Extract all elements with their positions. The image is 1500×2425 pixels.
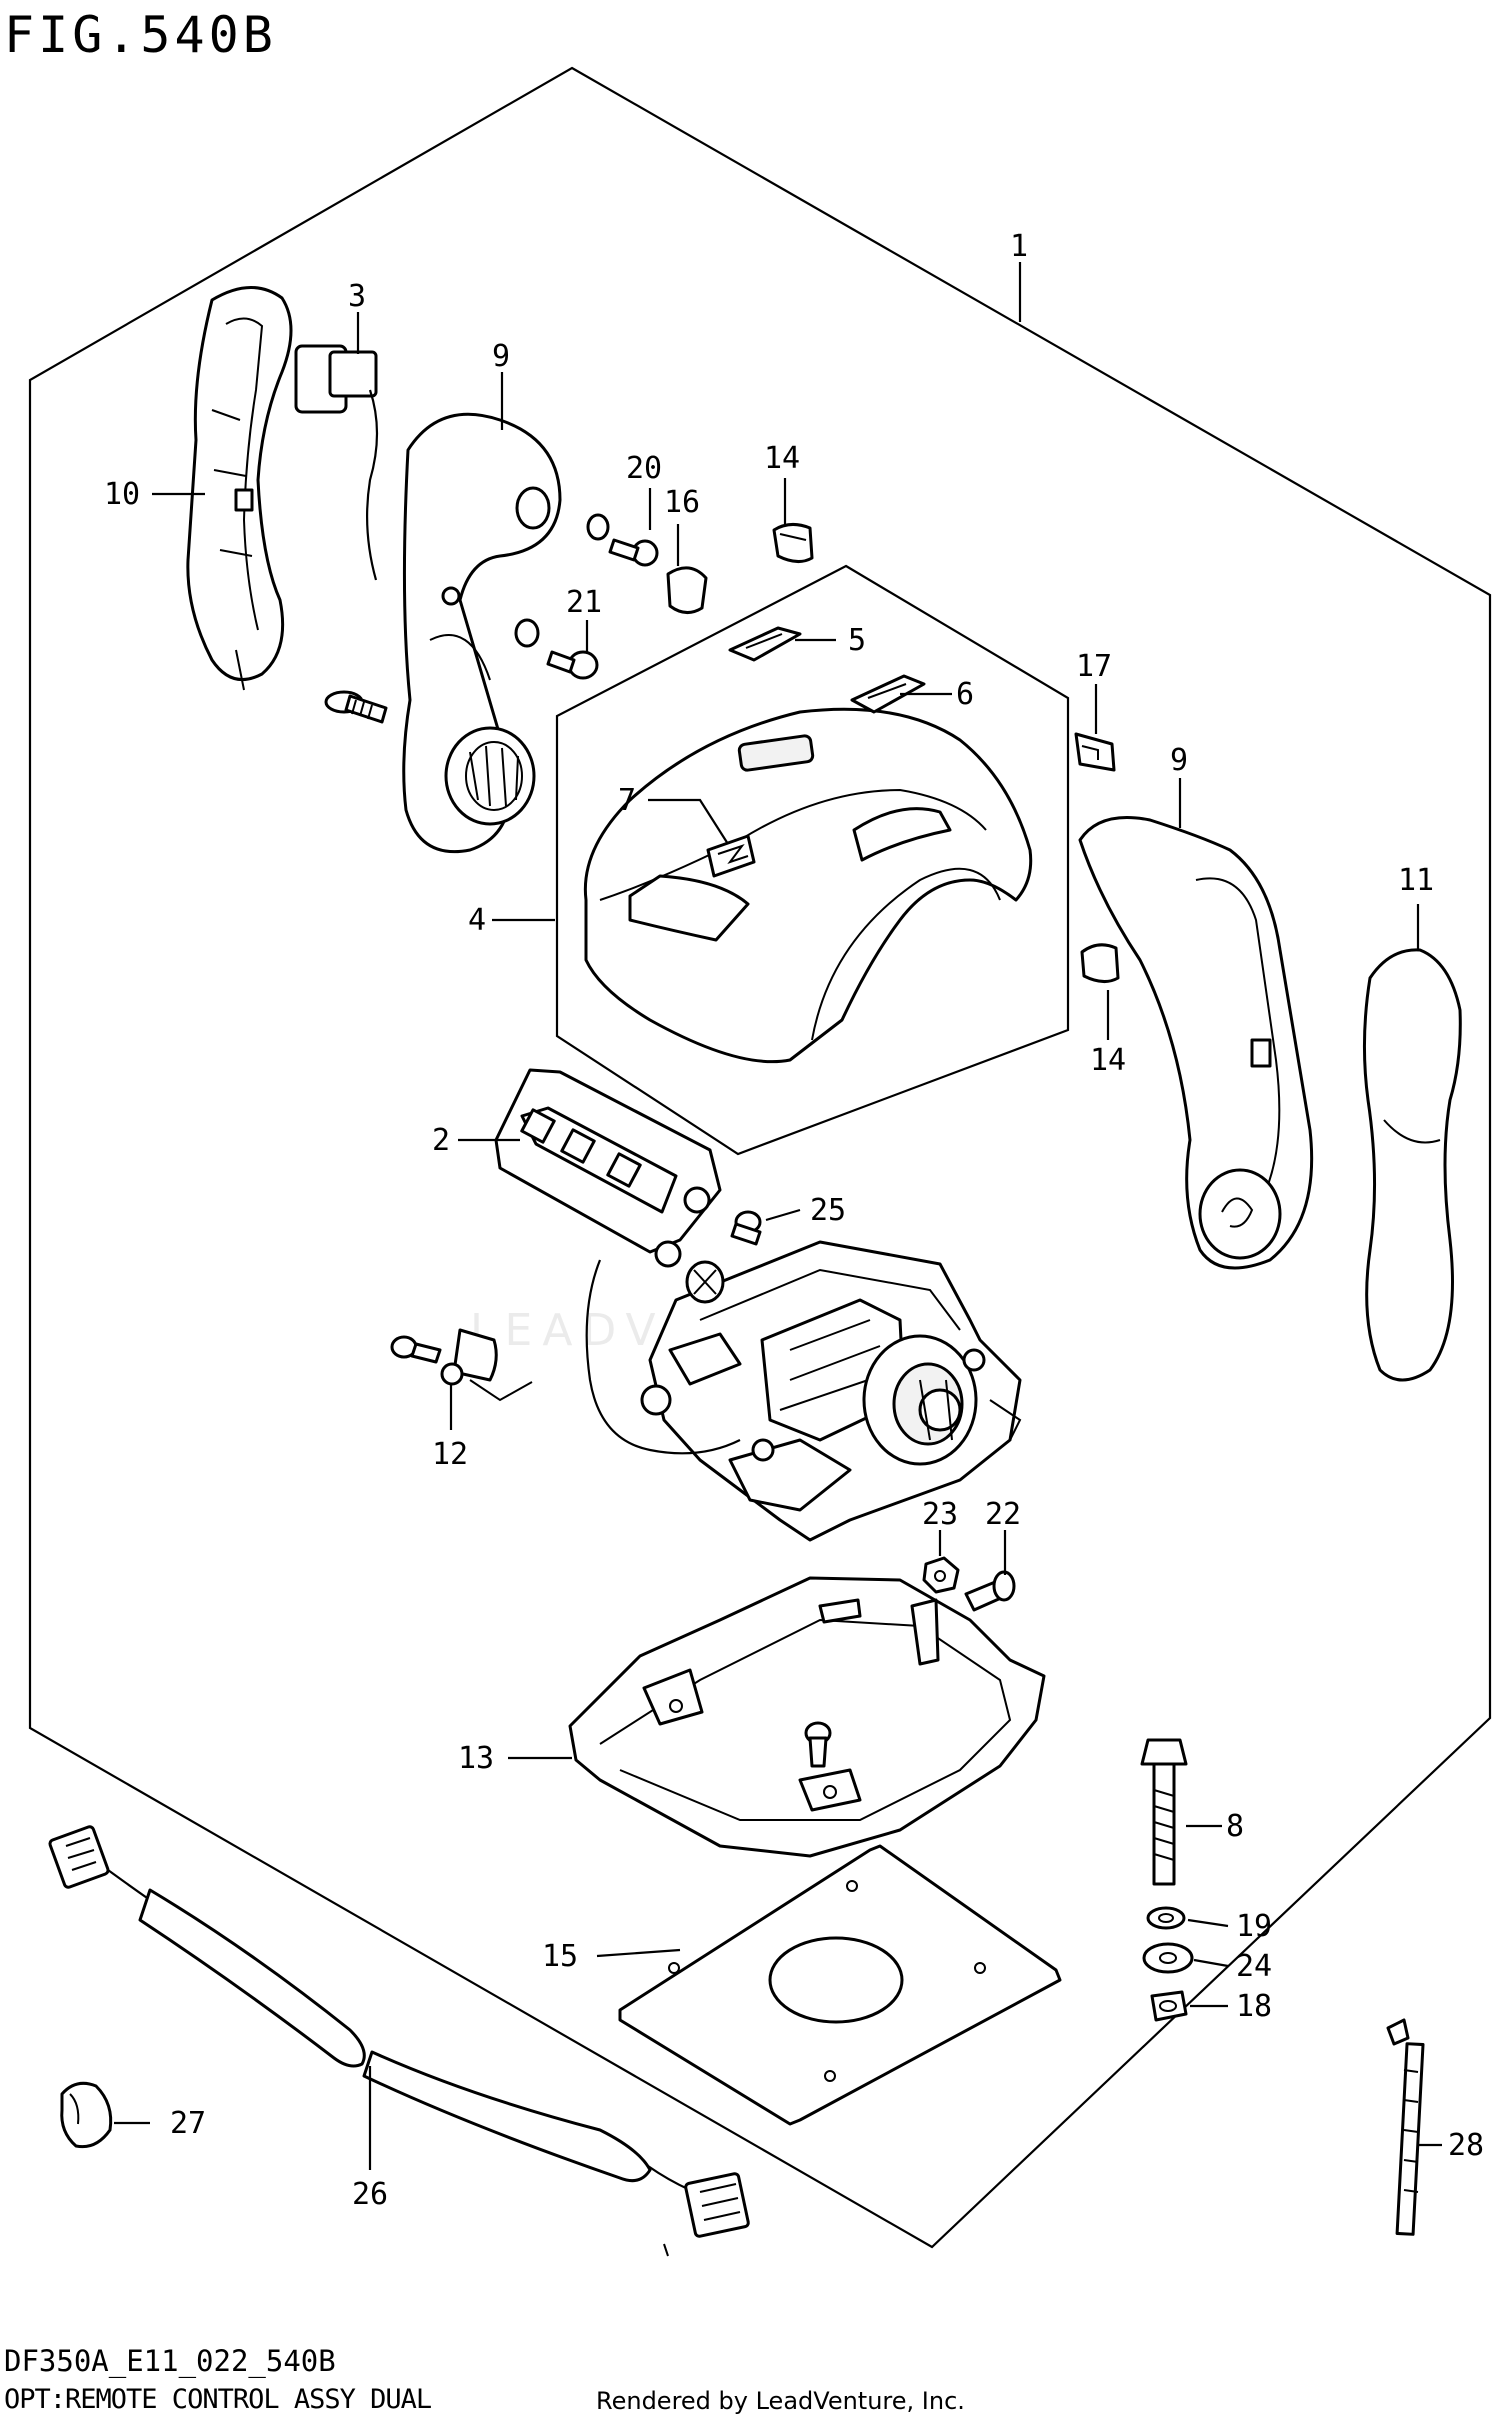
part-lever-screw[interactable] — [324, 690, 388, 724]
part-cover-housing[interactable] — [583, 707, 1033, 1064]
callout-25: 25 — [810, 1193, 846, 1228]
part-side-cover-left[interactable] — [186, 286, 293, 691]
callout-6: 6 — [956, 677, 974, 712]
callout-27: 27 — [170, 2106, 206, 2141]
callout-12: 12 — [432, 1437, 468, 1472]
part-plug[interactable] — [666, 566, 708, 614]
callout-8: 8 — [1226, 1809, 1244, 1844]
part-nut-23[interactable] — [922, 1556, 960, 1594]
part-control-lever-right[interactable] — [1078, 816, 1314, 1270]
model-code: DF350A_E11_022_540B — [4, 2344, 336, 2378]
callout-17: 17 — [1076, 649, 1112, 684]
part-washer-19[interactable] — [1146, 1906, 1186, 1930]
part-connector[interactable] — [294, 344, 379, 581]
part-control-mechanism[interactable] — [640, 1240, 1022, 1542]
callout-19: 19 — [1236, 1909, 1272, 1944]
callout-9a: 9 — [492, 339, 510, 374]
callout-16: 16 — [664, 485, 700, 520]
part-small-bracket[interactable] — [1074, 732, 1116, 772]
callout-15: 15 — [542, 1939, 578, 1974]
callout-23: 23 — [922, 1497, 958, 1532]
part-emblem[interactable] — [706, 834, 756, 878]
callout-5: 5 — [848, 623, 866, 658]
part-gasket[interactable] — [618, 1844, 1062, 2126]
part-side-cover-right[interactable] — [1362, 948, 1462, 1382]
part-grommet[interactable] — [60, 2081, 113, 2149]
part-decal-5[interactable] — [728, 626, 802, 662]
callout-10: 10 — [104, 477, 140, 512]
part-cable-tie[interactable] — [1386, 2018, 1425, 2236]
callout-13: 13 — [458, 1741, 494, 1776]
part-decal-6[interactable] — [850, 674, 926, 714]
assembly-boundary — [28, 66, 1492, 2249]
part-control-lever-left[interactable] — [402, 412, 562, 854]
callout-21: 21 — [566, 585, 602, 620]
part-cable-clamp[interactable] — [390, 1328, 533, 1402]
part-clip-right[interactable] — [1080, 943, 1120, 983]
callout-18: 18 — [1236, 1989, 1272, 2024]
part-screw-21[interactable] — [514, 618, 599, 680]
callout-4: 4 — [468, 903, 486, 938]
figure-title: FIG.540B — [4, 6, 277, 64]
callout-11: 11 — [1398, 863, 1434, 898]
callout-20: 20 — [626, 451, 662, 486]
callout-labels: 1 2 3 4 5 6 7 8 9 9 10 11 12 13 14 14 15… — [104, 229, 1484, 2212]
cover-group-boundary — [555, 564, 1070, 1156]
harness-wire — [585, 1259, 741, 1455]
callout-14a: 14 — [764, 441, 800, 476]
part-screw-25[interactable] — [730, 1210, 762, 1246]
part-screw-20[interactable] — [586, 513, 659, 567]
callout-26: 26 — [352, 2177, 388, 2212]
leader-lines — [114, 262, 1442, 2170]
part-nut-18[interactable] — [1150, 1990, 1188, 2022]
callout-24: 24 — [1236, 1949, 1272, 1984]
part-bolt-22[interactable] — [964, 1570, 1016, 1612]
callout-14b: 14 — [1090, 1043, 1126, 1078]
callout-3: 3 — [348, 279, 366, 314]
part-cable-harness[interactable] — [48, 1825, 750, 2257]
part-washer-24[interactable] — [1142, 1942, 1194, 1974]
callout-1: 1 — [1010, 229, 1028, 264]
callout-2: 2 — [432, 1123, 450, 1158]
part-gear[interactable] — [685, 1260, 725, 1304]
callout-22: 22 — [985, 1497, 1021, 1532]
part-base-bracket[interactable] — [568, 1576, 1046, 1858]
render-credit: Rendered by LeadVenture, Inc. — [596, 2387, 965, 2415]
callout-28: 28 — [1448, 2128, 1484, 2163]
callout-9b: 9 — [1170, 743, 1188, 778]
part-switch-panel[interactable] — [494, 1068, 722, 1268]
part-clip-top[interactable] — [772, 523, 814, 563]
callout-7: 7 — [618, 783, 636, 818]
figure-description: OPT:REMOTE CONTROL ASSY DUAL — [4, 2384, 432, 2415]
part-bolt-8[interactable] — [1140, 1738, 1188, 1886]
